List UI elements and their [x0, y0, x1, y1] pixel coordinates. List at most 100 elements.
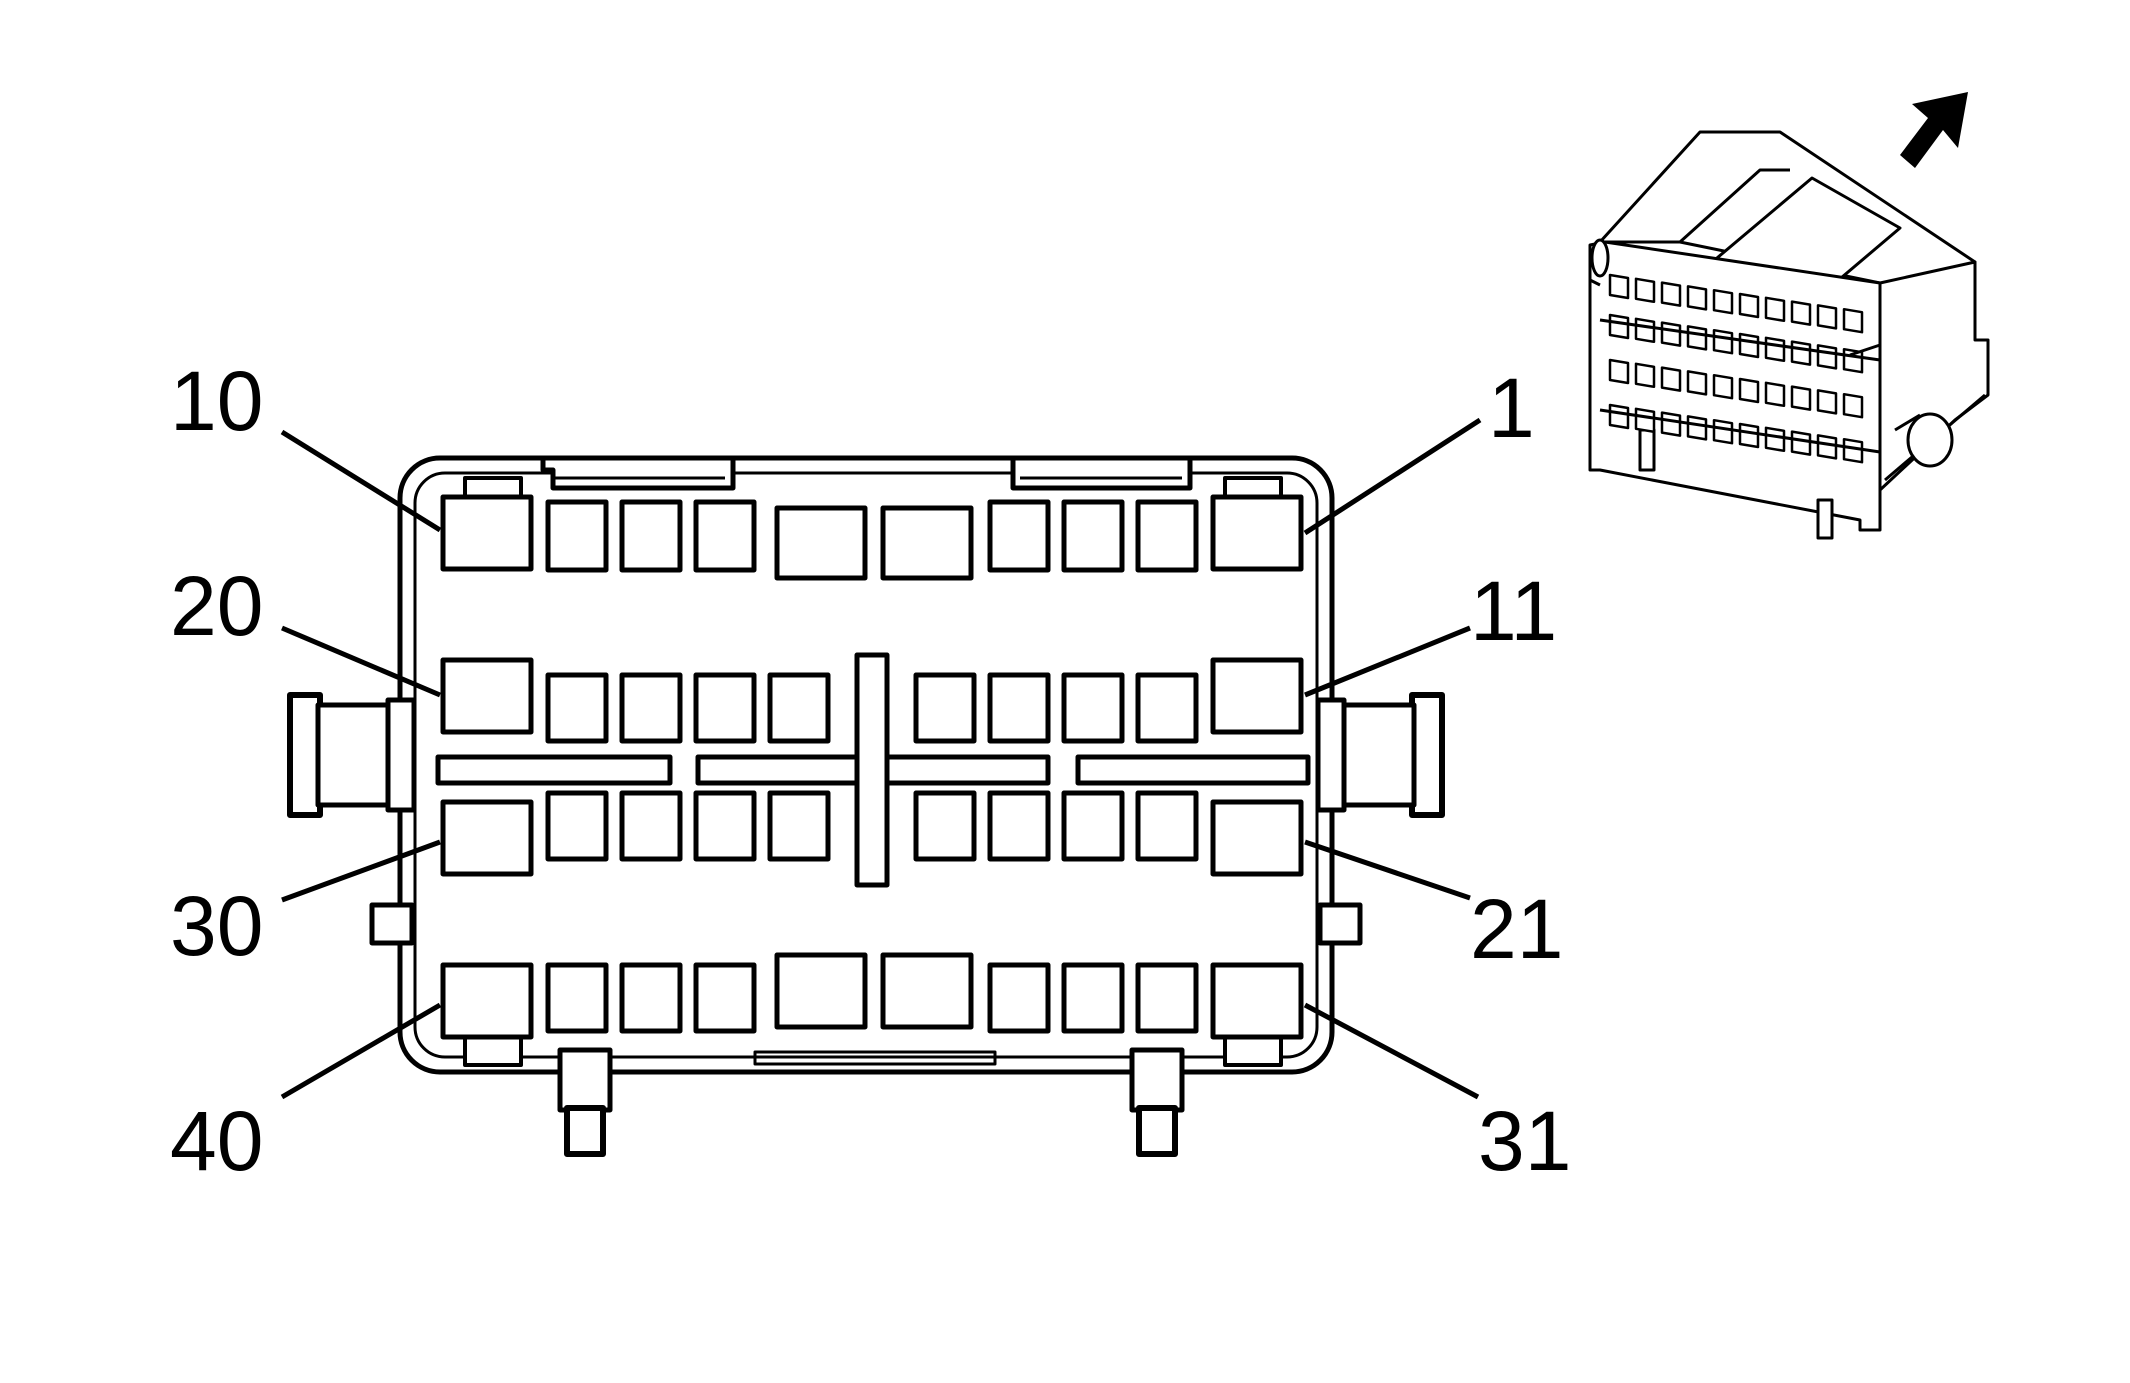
pin-cavity	[693, 672, 757, 744]
leader-line-1	[1303, 417, 1482, 536]
pin-cavity	[987, 672, 1051, 744]
pin-cavity	[440, 962, 534, 1040]
inset-pin-cavity	[1738, 377, 1760, 404]
pin-cavity	[545, 672, 609, 744]
pin-cavity	[913, 790, 977, 862]
inset-pin-cavity	[1634, 407, 1656, 434]
inset-pin-cavity	[1764, 381, 1786, 408]
inset-pin-cavity	[1634, 362, 1656, 389]
pin-cavity	[1135, 962, 1199, 1034]
inset-pin-cavity	[1686, 285, 1708, 311]
left-side-lock	[287, 692, 417, 946]
pin-cavity	[440, 657, 534, 735]
inset-pin-cavity	[1816, 389, 1838, 415]
pin-cavity	[1135, 672, 1199, 744]
pin-cavity	[1061, 790, 1125, 862]
pin-cavity	[987, 962, 1051, 1034]
inset-pin-grid	[1608, 273, 1864, 464]
pin-cavity	[1210, 962, 1304, 1040]
pin-cavity	[693, 499, 757, 573]
pin-cavity	[440, 494, 534, 572]
inset-pin-cavity	[1816, 344, 1838, 370]
inset-pin-cavity	[1764, 426, 1786, 453]
pin-cavity	[767, 790, 831, 862]
pin-cavity	[880, 952, 974, 1030]
inset-pin-cavity	[1738, 422, 1760, 449]
leader-lines	[280, 417, 1482, 1100]
inset-pin-cavity	[1608, 403, 1630, 430]
pin-cavity	[987, 790, 1051, 862]
leader-line-31	[1303, 1002, 1480, 1100]
pin-labels: 10 1 20 11 30 21 40 31	[170, 354, 1571, 1188]
inset-pin-cavity	[1842, 392, 1864, 419]
inset-pin-cavity	[1764, 336, 1786, 363]
pin-cavity	[693, 962, 757, 1034]
pin-cavity	[1135, 499, 1199, 573]
pin-cavity	[545, 499, 609, 573]
pin-cavity	[1061, 499, 1125, 573]
pin-cavity	[1210, 799, 1304, 877]
inset-pin-cavity	[1660, 366, 1682, 392]
inset-pin-cavity	[1660, 281, 1682, 307]
pin-label-11: 11	[1470, 564, 1557, 658]
inset-pin-cavity	[1712, 328, 1734, 355]
top-latch-right	[1010, 455, 1193, 491]
pin-cavity	[774, 952, 868, 1030]
pin-cavity	[913, 672, 977, 744]
inset-pin-cavity	[1712, 288, 1734, 315]
arrow-up-right-icon	[1900, 92, 1968, 168]
inset-pin-cavity	[1764, 296, 1786, 323]
inset-pin-cavity	[1738, 332, 1760, 359]
right-side-lock	[1315, 692, 1445, 946]
pin-row-4	[440, 952, 1304, 1040]
pin-cavity	[1210, 657, 1304, 735]
pin-label-30: 30	[170, 879, 263, 973]
inset-pin-cavity	[1790, 430, 1812, 456]
inset-pin-cavity	[1816, 434, 1838, 460]
inset-pin-cavity	[1608, 358, 1630, 385]
pin-row-2	[440, 657, 1304, 744]
bottom-post-right	[1129, 1047, 1185, 1157]
pin-cavity	[767, 672, 831, 744]
pin-cavity	[774, 505, 868, 581]
pin-label-1: 1	[1488, 361, 1535, 455]
inset-pin-cavity	[1712, 373, 1734, 400]
leader-line-21	[1304, 839, 1471, 901]
pin-cavity	[619, 499, 683, 573]
leader-line-30	[281, 839, 441, 903]
bottom-post-left	[557, 1047, 613, 1157]
pin-cavity	[987, 499, 1051, 573]
inset-pin-cavity	[1660, 321, 1682, 347]
inset-pin-cavity	[1842, 307, 1864, 334]
inset-pin-cavity	[1738, 292, 1760, 319]
pin-cavity	[693, 790, 757, 862]
pin-cavity	[1061, 962, 1125, 1034]
pin-label-40: 40	[170, 1094, 263, 1188]
pin-cavity	[1061, 672, 1125, 744]
pin-cavity	[1135, 790, 1199, 862]
inset-pin-cavity	[1608, 313, 1630, 340]
leader-line-11	[1304, 625, 1471, 698]
pin-cavity	[545, 962, 609, 1034]
pin-label-21: 21	[1470, 882, 1563, 976]
leader-line-40	[280, 1002, 442, 1100]
inset-pin-cavity	[1686, 325, 1708, 351]
inset-pin-cavity	[1634, 277, 1656, 304]
leader-line-20	[281, 625, 441, 698]
key-bars	[435, 652, 1311, 888]
pin-cavity	[1210, 494, 1304, 572]
pin-label-20: 20	[170, 559, 263, 653]
pin-cavity	[440, 799, 534, 877]
inset-pin-cavity	[1790, 385, 1812, 411]
pin-cavity	[619, 672, 683, 744]
inset-pin-cavity	[1816, 304, 1838, 330]
leader-line-10	[280, 429, 442, 533]
pin-label-10: 10	[170, 354, 263, 448]
inset-pin-cavity	[1660, 411, 1682, 437]
pin-cavity	[545, 790, 609, 862]
inset-pin-cavity	[1686, 415, 1708, 441]
pin-cavity	[619, 962, 683, 1034]
inset-pin-cavity	[1842, 437, 1864, 464]
pin-cavity	[619, 790, 683, 862]
